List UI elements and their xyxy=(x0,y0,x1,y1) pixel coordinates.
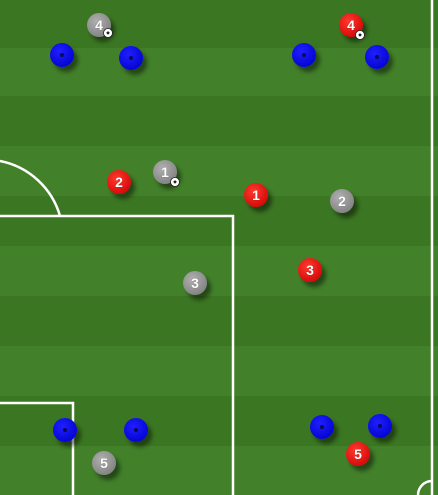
cone-marker[interactable] xyxy=(310,415,334,439)
penalty-box-line xyxy=(0,214,235,495)
cone-marker[interactable] xyxy=(292,43,316,67)
player-number: 4 xyxy=(347,17,355,33)
player-number: 2 xyxy=(115,174,123,190)
goal-area-line xyxy=(0,401,75,495)
soccer-ball-icon[interactable] xyxy=(355,30,365,40)
grass-stripe xyxy=(0,346,438,396)
cone-marker[interactable] xyxy=(50,43,74,67)
player-number: 3 xyxy=(191,275,199,291)
player-red-3[interactable]: 3 xyxy=(298,258,322,282)
player-number: 4 xyxy=(95,17,103,33)
grass-stripe xyxy=(0,0,438,48)
player-red-2[interactable]: 2 xyxy=(107,170,131,194)
grass-stripe xyxy=(0,96,438,146)
player-number: 5 xyxy=(354,446,362,462)
player-red-1[interactable]: 1 xyxy=(244,183,268,207)
player-number: 5 xyxy=(100,455,108,471)
cone-marker[interactable] xyxy=(124,418,148,442)
cone-marker[interactable] xyxy=(53,418,77,442)
penalty-arc xyxy=(0,159,62,217)
player-grey-5[interactable]: 5 xyxy=(92,451,116,475)
cone-marker[interactable] xyxy=(368,414,392,438)
cone-marker[interactable] xyxy=(365,45,389,69)
grass-stripe xyxy=(0,196,438,246)
grass-stripe xyxy=(0,146,438,196)
soccer-ball-icon[interactable] xyxy=(170,177,180,187)
cone-marker[interactable] xyxy=(119,46,143,70)
grass-stripe xyxy=(0,246,438,296)
corner-arc xyxy=(416,479,433,495)
grass-stripe xyxy=(0,296,438,346)
player-number: 2 xyxy=(338,193,346,209)
soccer-ball-icon[interactable] xyxy=(103,28,113,38)
player-grey-2[interactable]: 2 xyxy=(330,189,354,213)
player-number: 3 xyxy=(306,262,314,278)
player-grey-3[interactable]: 3 xyxy=(183,271,207,295)
player-number: 1 xyxy=(252,187,260,203)
player-number: 1 xyxy=(161,164,169,180)
player-red-5[interactable]: 5 xyxy=(346,442,370,466)
